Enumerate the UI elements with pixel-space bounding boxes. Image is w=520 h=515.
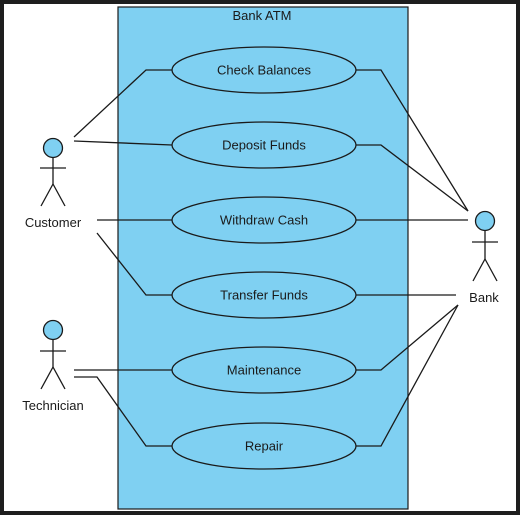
actor-label: Technician (22, 398, 83, 413)
actor-label: Customer (25, 215, 82, 230)
association-bank-repair[interactable] (356, 304, 459, 447)
use-case-label: Transfer Funds (220, 287, 308, 302)
actor-head-icon (42, 137, 64, 159)
actor-bank[interactable]: Bank (469, 210, 499, 306)
use-case-label: Deposit Funds (222, 137, 306, 152)
use-case-ellipse[interactable] (171, 121, 357, 169)
use-case-ellipse[interactable] (171, 271, 357, 319)
association-bank-check-balances[interactable] (356, 69, 469, 212)
association-customer-check-balances[interactable] (73, 69, 172, 138)
associations (73, 69, 469, 447)
use-case-ellipse[interactable] (171, 196, 357, 244)
use-case-transfer-funds[interactable]: Transfer Funds (171, 271, 357, 319)
use-case-ellipse[interactable] (171, 422, 357, 470)
association-bank-maintenance[interactable] (356, 304, 459, 371)
use-case-maintenance[interactable]: Maintenance (171, 346, 357, 394)
use-case-label: Withdraw Cash (220, 212, 308, 227)
use-case-ellipse[interactable] (171, 346, 357, 394)
use-case-repair[interactable]: Repair (171, 422, 357, 470)
association-bank-deposit-funds[interactable] (356, 144, 469, 212)
association-technician-repair[interactable] (74, 376, 172, 447)
use-case-ellipse[interactable] (171, 46, 357, 94)
use-case-deposit-funds[interactable]: Deposit Funds (171, 121, 357, 169)
use-case-check-balances[interactable]: Check Balances (171, 46, 357, 94)
actor-head-icon (42, 319, 64, 341)
stick-figure-icon (472, 231, 498, 282)
actor-label: Bank (469, 290, 499, 305)
use-case-withdraw-cash[interactable]: Withdraw Cash (171, 196, 357, 244)
association-customer-deposit-funds[interactable] (73, 140, 173, 146)
use-case-label: Check Balances (217, 62, 311, 77)
stick-figure-icon (40, 158, 66, 207)
association-customer-transfer-funds[interactable] (96, 232, 172, 296)
actor-head-icon (474, 210, 496, 232)
stick-figure-icon (40, 340, 66, 390)
use-case-label: Repair (245, 438, 284, 453)
system-title: Bank ATM (232, 8, 291, 23)
actor-customer[interactable]: Customer (25, 137, 82, 231)
use-case-label: Maintenance (227, 362, 301, 377)
actor-technician[interactable]: Technician (22, 319, 84, 414)
